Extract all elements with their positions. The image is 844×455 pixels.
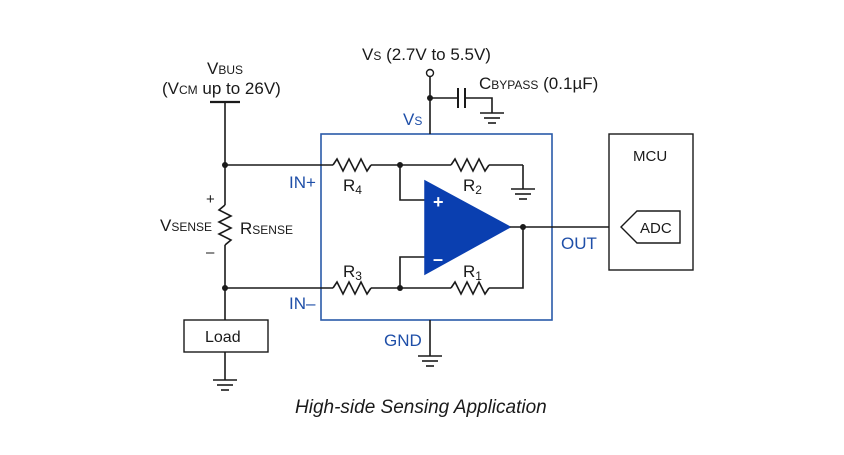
cap-lead-right bbox=[465, 97, 493, 113]
chip-ground-icon bbox=[418, 355, 442, 367]
r1-resistor bbox=[450, 280, 490, 296]
vs-terminal bbox=[425, 68, 435, 78]
r1-label: R1 bbox=[463, 262, 482, 283]
r2-label: R2 bbox=[463, 176, 482, 197]
opamp-triangle bbox=[424, 179, 512, 276]
mcu-box bbox=[608, 133, 694, 271]
adc-label: ADC bbox=[640, 220, 672, 237]
r4-resistor bbox=[332, 157, 372, 173]
vcm-label: (VCM up to 26V) bbox=[162, 79, 281, 98]
vbus-label: VBUS bbox=[207, 59, 243, 78]
sense-plus-sign: + bbox=[206, 191, 215, 208]
minus-input-lead bbox=[399, 256, 425, 288]
load-label: Load bbox=[205, 329, 241, 346]
r2-ground-icon bbox=[511, 188, 535, 200]
adc-block bbox=[620, 210, 681, 244]
r2-resistor bbox=[450, 157, 490, 173]
r4-label: R4 bbox=[343, 176, 362, 197]
out-label: OUT bbox=[561, 234, 597, 253]
cap-ground-icon bbox=[480, 112, 504, 124]
vs-pin-label: VS bbox=[403, 110, 422, 129]
mcu-label: MCU bbox=[633, 148, 667, 165]
inminus-label: IN– bbox=[289, 294, 316, 313]
load-ground-icon bbox=[213, 379, 237, 391]
r3-resistor bbox=[332, 280, 372, 296]
figure-caption: High-side Sensing Application bbox=[295, 397, 547, 418]
rsense-label: RSENSE bbox=[240, 219, 293, 238]
opamp-plus-sign: + bbox=[433, 192, 444, 212]
rsense-resistor bbox=[217, 204, 233, 246]
cbypass-label: CBYPASS (0.1µF) bbox=[479, 74, 598, 93]
vsense-label: VSENSE bbox=[160, 216, 212, 235]
node-output bbox=[520, 224, 526, 230]
inplus-label: IN+ bbox=[289, 173, 316, 192]
sense-minus-sign: – bbox=[206, 244, 215, 261]
r3-label: R3 bbox=[343, 262, 362, 283]
gnd-label: GND bbox=[384, 331, 422, 350]
plus-input-lead bbox=[399, 165, 425, 201]
opamp-minus-sign: – bbox=[433, 249, 443, 269]
r1-feedback-wire bbox=[489, 227, 524, 289]
vs-supply-label: VS (2.7V to 5.5V) bbox=[362, 45, 491, 64]
load-box bbox=[183, 319, 269, 353]
